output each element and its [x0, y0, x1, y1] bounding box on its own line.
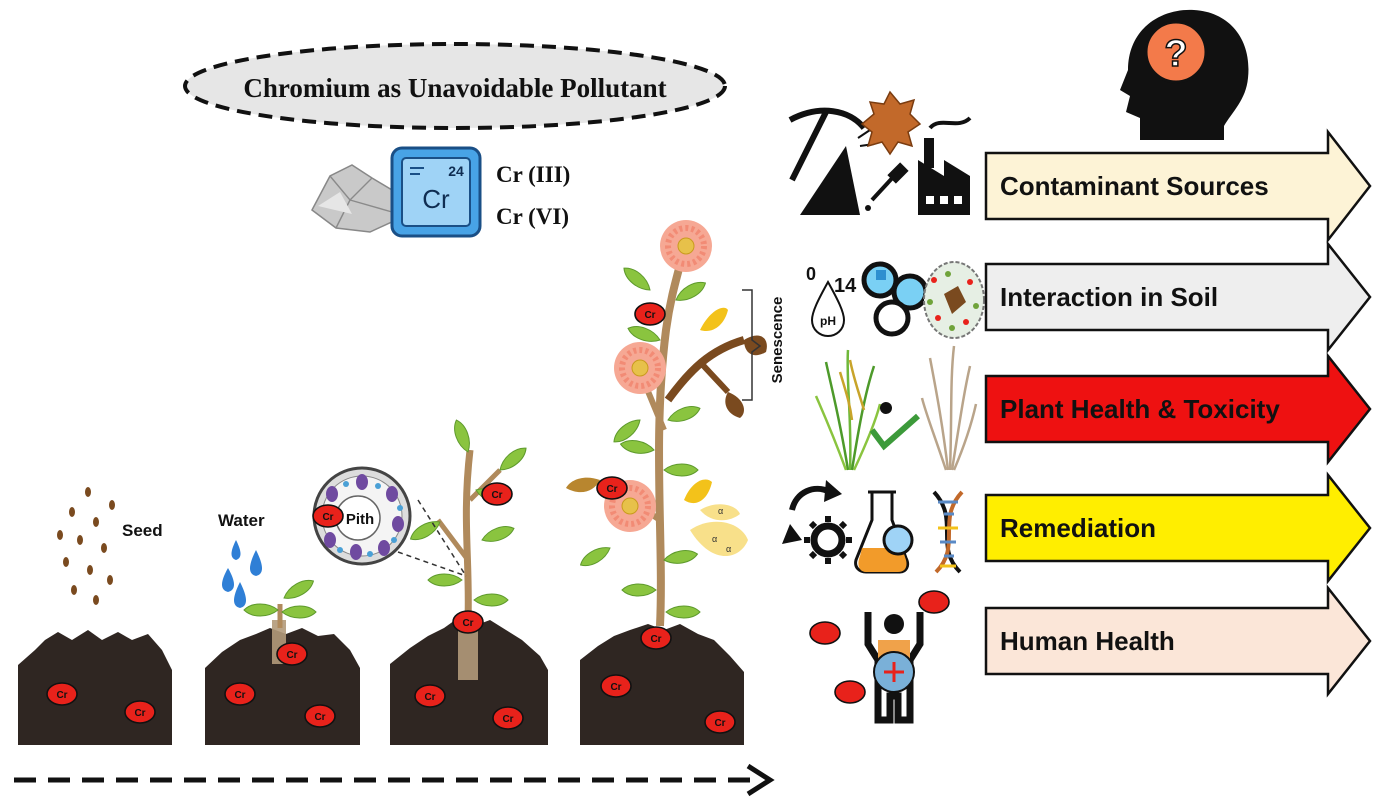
pith-label: Pith [346, 511, 374, 528]
pith-cross-section-icon [312, 466, 412, 566]
mining-pickaxe-icon [788, 107, 875, 215]
svg-text:α: α [718, 506, 723, 516]
cr-marker: Cr [644, 310, 655, 321]
ph-low: 0 [806, 264, 816, 284]
flask-icon [854, 490, 914, 574]
cr-marker: Cr [714, 718, 725, 729]
cr-marker: Cr [314, 712, 325, 723]
arrow-label: Contaminant Sources [1000, 171, 1269, 201]
water-label: Water [218, 511, 265, 530]
cr-marker: Cr [491, 490, 502, 501]
factory-icon [918, 116, 972, 215]
timeline-arrow [10, 763, 775, 797]
soil-mound-1 [18, 630, 172, 745]
leather-hide-icon [860, 90, 922, 156]
soil-mound-4 [580, 624, 744, 745]
stage-mature-plant: α α α Senescence [566, 220, 786, 745]
head-question-icon: ? [1120, 9, 1249, 141]
status-check-icon [869, 402, 920, 451]
water-drops-icon [222, 540, 262, 608]
svg-text:α: α [726, 544, 731, 554]
dna-icon [932, 490, 964, 574]
senescence-label: Senescence [769, 297, 786, 384]
arrow-interaction-in-soil: Interaction in Soil [984, 240, 1372, 354]
svg-text:?: ? [1164, 33, 1187, 75]
atomic-number: 24 [448, 163, 464, 179]
stage-seed: Seed [18, 487, 172, 745]
recycle-gear-icon [782, 480, 852, 564]
cr-marker: Cr [650, 634, 661, 645]
ph-unit: pH [820, 314, 836, 328]
cr-marker: Cr [502, 714, 513, 725]
cr-marker: Cr [286, 650, 297, 661]
cr-marker: Cr [56, 690, 67, 701]
seed-label: Seed [122, 521, 163, 540]
chromium-rock-icon [311, 164, 397, 233]
human-body-icon [864, 612, 924, 724]
chromium-element-group: 24 Cr Cr (III) Cr (VI) [311, 146, 570, 238]
svg-text:α: α [712, 534, 717, 544]
stage-young-plant: Pith [312, 417, 548, 745]
stage-sprout: Water [205, 511, 360, 745]
cr-marker: Cr [462, 618, 473, 629]
cr-marker: Cr [322, 512, 333, 523]
cr-marker: Cr [610, 682, 621, 693]
diagram-title: Chromium as Unavoidable Pollutant [243, 73, 666, 103]
arrow-label: Interaction in Soil [1000, 282, 1218, 312]
arrow-label: Plant Health & Toxicity [1000, 394, 1280, 424]
soil-particle-icon [923, 261, 985, 339]
ph-high: 14 [834, 275, 857, 297]
healthy-grass-icon [814, 349, 882, 471]
oxidation-state-vi: Cr (VI) [496, 204, 569, 229]
arrow-label: Human Health [1000, 626, 1175, 656]
dropper-icon [865, 162, 909, 211]
cr-marker: Cr [606, 484, 617, 495]
arrow-human-health: Human Health [984, 584, 1372, 698]
title-group: Chromium as Unavoidable Pollutant [183, 42, 727, 130]
cr-marker: Cr [134, 708, 145, 719]
arrow-plant-health-toxicity: Plant Health & Toxicity [984, 352, 1372, 466]
cr-marker: Cr [424, 692, 435, 703]
arrow-remediation: Remediation [984, 471, 1372, 585]
dead-grass-icon [920, 345, 978, 471]
cr-marker: Cr [234, 690, 245, 701]
arrow-contaminant-sources: Contaminant Sources [984, 128, 1372, 244]
arrow-label: Remediation [1000, 513, 1156, 543]
element-symbol: Cr [422, 184, 450, 214]
ph-scale-icon: 0 14 pH [806, 264, 857, 338]
oxidation-state-iii: Cr (III) [496, 162, 570, 187]
seed-dots [57, 487, 115, 605]
molecule-icon [861, 261, 929, 337]
